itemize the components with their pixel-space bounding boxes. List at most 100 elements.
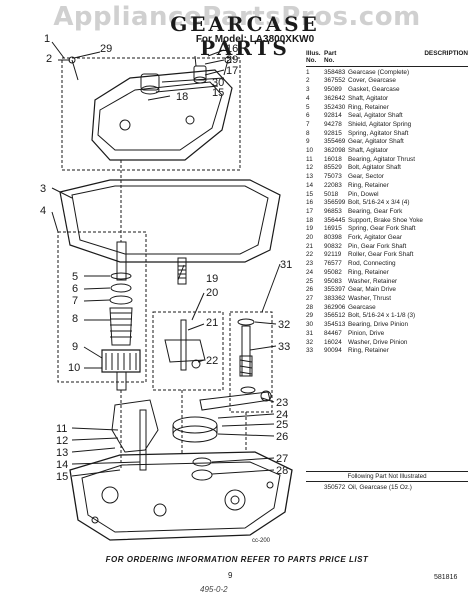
cell-part: 362906 xyxy=(324,303,346,311)
cell-illus: 22 xyxy=(306,251,314,259)
col-description: DESCRIPTION xyxy=(424,50,468,57)
cell-illus: 15 xyxy=(306,190,314,198)
cell-illus: 12 xyxy=(306,164,314,172)
cell-illus: 5 xyxy=(306,103,310,111)
cell-part: 75073 xyxy=(324,173,342,181)
callout-10: 10 xyxy=(68,362,80,374)
cell-part: 352430 xyxy=(324,103,346,111)
page-title: GEARCASE PARTS xyxy=(170,12,320,60)
cell-desc: Gear, Agitator Shaft xyxy=(348,138,404,146)
cell-desc: Ring, Retainer xyxy=(348,181,389,189)
cell-illus: 16 xyxy=(306,199,314,207)
col-illus: Illus. No. xyxy=(306,50,321,65)
callout-4: 4 xyxy=(40,205,46,217)
cell-desc: Pin, Gear Fork Shaft xyxy=(348,242,407,250)
cell-desc: Gearcase (Complete) xyxy=(348,68,410,76)
callout-25: 25 xyxy=(276,419,288,431)
cell-part: 355469 xyxy=(324,138,346,146)
callout-20: 20 xyxy=(206,287,218,299)
cell-part: 367552 xyxy=(324,77,346,85)
callout-2: 2 xyxy=(46,53,52,65)
cell-illus: 20 xyxy=(306,234,314,242)
cell-illus: 24 xyxy=(306,268,314,276)
cell-part: 95082 xyxy=(324,268,342,276)
cell-desc: Roller, Gear Fork Shaft xyxy=(348,251,414,259)
cell-part: 95083 xyxy=(324,277,342,285)
callout-8: 8 xyxy=(72,313,78,325)
cell-part: 95089 xyxy=(324,86,342,94)
cell-part: 356599 xyxy=(324,199,346,207)
following-note: Following Part Not Illustrated xyxy=(306,471,468,482)
cell-desc: Washer, Drive Pinion xyxy=(348,338,408,346)
cell-desc: Shield, Agitator Spring xyxy=(348,120,412,128)
page-subtitle: For Model: LA3800XKW0 xyxy=(195,34,315,45)
cell-desc: Bearing, Drive Pinion xyxy=(348,321,409,329)
callout-30: 30 xyxy=(212,77,224,89)
cell-part: 80398 xyxy=(324,234,342,242)
ordering-footer: FOR ORDERING INFORMATION REFER TO PARTS … xyxy=(105,555,369,564)
callout-15b: 15 xyxy=(56,471,68,483)
cell-part: 92815 xyxy=(324,129,342,137)
extra-row: 350572 Oil, Gearcase (15 Oz.) xyxy=(306,484,468,491)
callout-28: 28 xyxy=(276,465,288,477)
cell-illus: 32 xyxy=(306,338,314,346)
cell-part: 356445 xyxy=(324,216,346,224)
cell-desc: Gear, Main Drive xyxy=(348,286,396,294)
callout-24: 24 xyxy=(276,409,288,421)
cell-part: 383362 xyxy=(324,295,346,302)
cell-desc: Shaft, Agitator xyxy=(348,147,389,155)
cell-part: 96853 xyxy=(324,207,342,215)
document-number: 581816 xyxy=(434,574,458,581)
cell-desc: Gearcase xyxy=(348,303,376,311)
cell-illus: 10 xyxy=(306,147,314,155)
cell-desc: Pin, Dowel xyxy=(348,190,379,198)
cell-illus: 11 xyxy=(306,155,313,163)
cell-part: 356512 xyxy=(324,312,346,320)
cell-illus: 2 xyxy=(306,77,310,85)
cell-illus: 19 xyxy=(306,225,314,233)
callout-14: 14 xyxy=(56,459,68,471)
cell-part: 358483 xyxy=(324,68,346,76)
cell-illus: 21 xyxy=(306,242,314,250)
cell-part: 16915 xyxy=(324,225,342,233)
cell-illus: 18 xyxy=(306,216,314,224)
cell-illus: 31 xyxy=(306,329,314,337)
cell-desc: Rod, Connecting xyxy=(348,260,396,268)
cell-desc: Bearing, Agitator Thrust xyxy=(348,155,416,163)
diagram-code: cc-200 xyxy=(252,538,271,544)
callout-18: 18 xyxy=(176,91,188,103)
cell-illus: 3 xyxy=(306,86,310,94)
cell-illus: 29 xyxy=(306,312,314,320)
callout-32: 32 xyxy=(278,319,290,331)
callout-22: 22 xyxy=(206,355,218,367)
cell-part: 90094 xyxy=(324,347,342,355)
table-header: Illus. No. Part No. DESCRIPTION xyxy=(306,50,468,67)
handwritten-note: 495-0-2 xyxy=(200,585,228,594)
col-part: Part No. xyxy=(324,50,337,65)
cell-part: 5018 xyxy=(324,190,339,198)
callout-3: 3 xyxy=(40,183,46,195)
cell-desc: Gasket, Gearcase xyxy=(348,86,400,94)
cell-illus: 6 xyxy=(306,112,310,120)
callout-16: 16 xyxy=(226,43,238,55)
cell-desc: Bolt, 5/16-24 x 3/4 (4) xyxy=(348,199,410,207)
